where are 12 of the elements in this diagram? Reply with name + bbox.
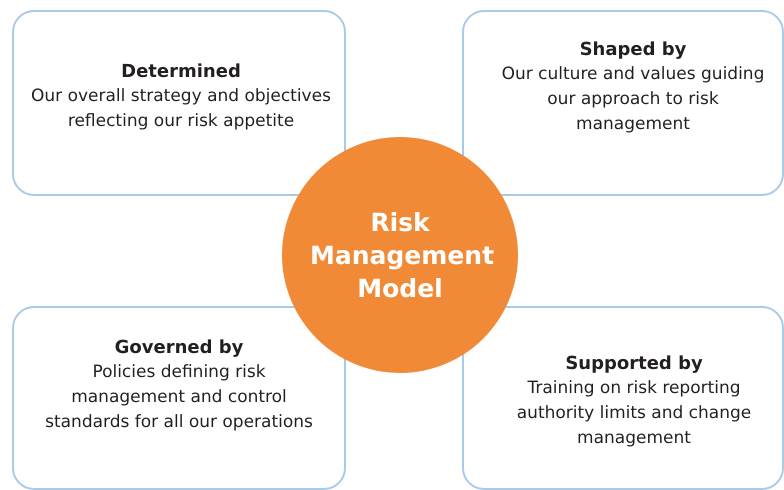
box-heading: Governed by [114,336,244,360]
box-description: Policies defining risk management and control standards for all our operations [44,361,314,434]
box-heading: Determined [120,60,242,84]
box-description: Our culture and values guiding our approach to risk management [500,63,766,136]
box-description: Training on risk reporting authority limits and change management [516,377,752,450]
box-heading: Shaped by [578,38,688,62]
rounded-box [462,10,784,196]
rounded-box [12,306,346,490]
rounded-box [12,10,346,196]
box-description: Our overall strategy and objectives reflecting our risk appetite [30,85,332,133]
rounded-box [462,306,784,490]
box-heading: Supported by [564,352,704,376]
